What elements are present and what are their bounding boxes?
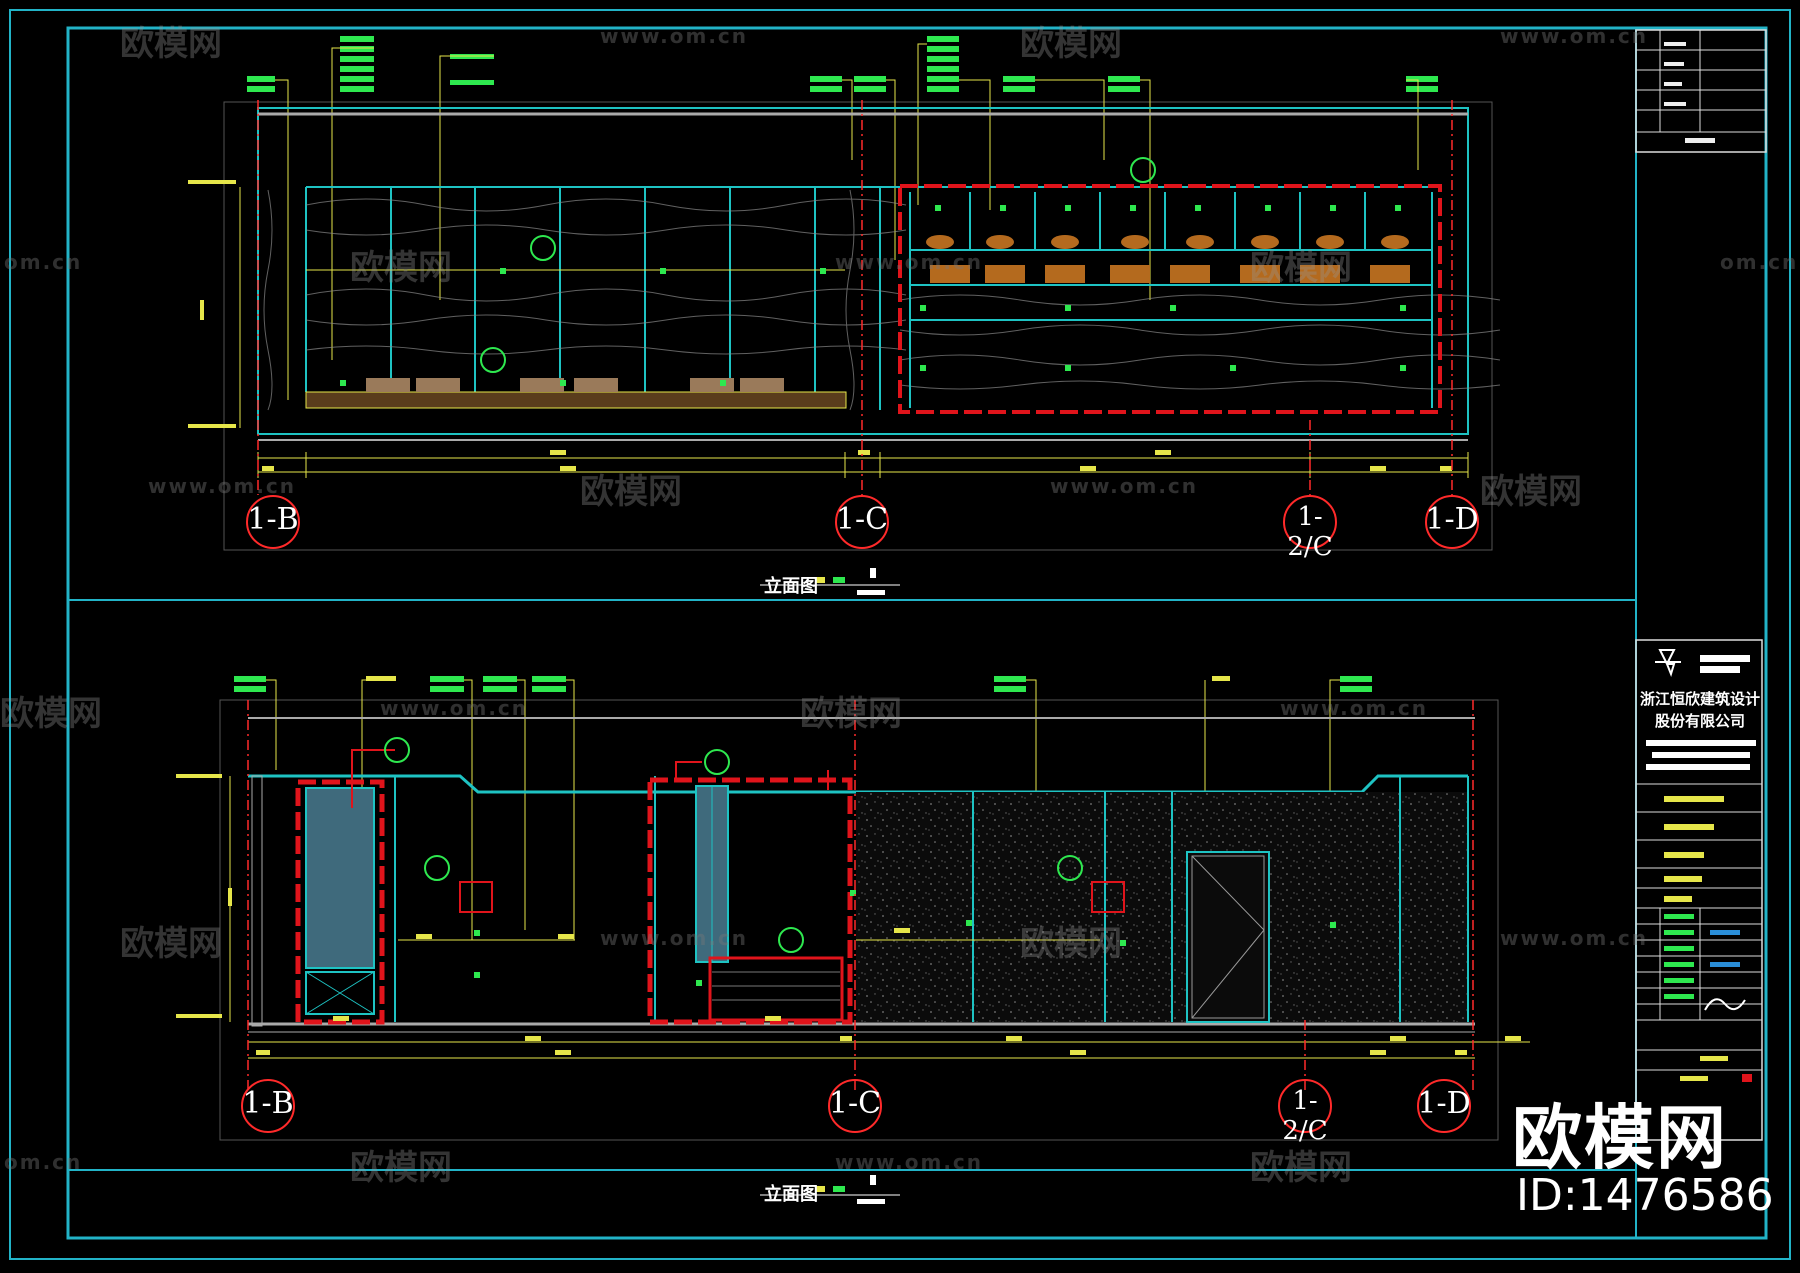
resource-id: ID:1476586: [1516, 1170, 1774, 1221]
watermark-url: www.om.cn: [148, 474, 297, 498]
bottom-axis-label: 1-2/C: [1282, 1086, 1328, 1146]
bottom-axis-label: 1-B: [242, 1086, 294, 1121]
watermark-brand: 欧模网: [350, 248, 452, 288]
watermark-url-fragment: om.cn: [1720, 250, 1799, 274]
watermark-brand: 欧模网: [1250, 248, 1352, 288]
bottom-axis-lines: [247, 700, 1474, 1090]
revision-table: [1635, 29, 1767, 153]
company-name-line2: 股份有限公司: [1654, 712, 1745, 730]
watermark-url: www.om.cn: [1500, 24, 1649, 48]
company-name: 浙江恒欣建筑设计 股份有限公司: [1638, 688, 1762, 732]
bottom-panel-lines: [394, 776, 1469, 1022]
top-axis-bubbles: [246, 495, 1479, 549]
watermark-brand: 欧模网: [580, 472, 682, 512]
watermark-brand: 欧模网: [1250, 1148, 1352, 1188]
top-elevation-caption: 立面图: [764, 576, 818, 597]
bottom-section-callouts: [384, 737, 1083, 953]
bottom-left-display-case: [295, 779, 385, 1025]
bottom-dimensions: [229, 776, 1530, 1059]
title-block-frame: [1635, 27, 1767, 1239]
top-leader-lines: [275, 43, 1419, 400]
bottom-door: [1186, 851, 1270, 1023]
top-shelf-products: [926, 235, 1410, 283]
bottom-red-leaders: [351, 749, 829, 808]
top-section-callouts: [480, 157, 1156, 373]
signature-stroke: [1704, 998, 1746, 1011]
watermark-url: www.om.cn: [1050, 474, 1199, 498]
watermark-brand: 欧模网: [120, 24, 222, 64]
watermark-brand: 欧模网: [0, 694, 102, 734]
watermark-url: www.om.cn: [835, 1150, 984, 1174]
watermark-url-fragment: om.cn: [4, 250, 83, 274]
bottom-axis-label: 1-C: [828, 1086, 882, 1121]
bottom-red-box-left: [459, 881, 493, 913]
top-marker-dots: [340, 205, 1406, 386]
top-leader-tags: [247, 36, 1438, 92]
bottom-middle-opening: [647, 777, 853, 1025]
watermark-url-fragment: om.cn: [4, 1150, 83, 1174]
bottom-leader-tags: [234, 676, 1372, 692]
watermark-brand: 欧模网: [1020, 24, 1122, 64]
bottom-axis-bubbles: [241, 1079, 1471, 1133]
top-axis-lines: [257, 100, 1453, 495]
bottom-textured-wall: [856, 792, 1468, 1022]
top-display-cabinet: [898, 184, 1442, 414]
watermark-url: www.om.cn: [600, 24, 749, 48]
outer-border: [9, 9, 1791, 1260]
watermark-brand: 欧模网: [800, 694, 902, 734]
watermark-url: www.om.cn: [835, 250, 984, 274]
top-axis-label: 1-D: [1425, 502, 1479, 537]
top-axis-label: 1-2/C: [1287, 502, 1333, 562]
elevation-bottom: [176, 676, 1530, 1204]
top-dim-values: [188, 180, 1452, 471]
watermark-brand: 欧模网: [1480, 472, 1582, 512]
top-wood-grain: [263, 189, 1501, 411]
bottom-ceiling-line: [248, 774, 1468, 794]
top-viewport: [223, 101, 1493, 551]
elevation-top: [188, 36, 1501, 595]
top-axis-label: 1-B: [247, 502, 299, 537]
watermark-url: www.om.cn: [1500, 926, 1649, 950]
company-name-line1: 浙江恒欣建筑设计: [1639, 690, 1760, 708]
watermark-brand: 欧模网: [350, 1148, 452, 1188]
top-dimensions: [239, 187, 1469, 478]
top-axis-label: 1-C: [835, 502, 889, 537]
top-wall-outline: [257, 107, 1469, 435]
company-logo-icon: [1655, 649, 1681, 678]
sheet-frame: [66, 26, 1768, 1240]
watermark-brand: 欧模网: [120, 924, 222, 964]
title-block-lower: [1635, 639, 1763, 1141]
watermark-brand: 欧模网: [1020, 924, 1122, 964]
watermark-url: www.om.cn: [380, 696, 529, 720]
top-shelf-lines: [909, 192, 1433, 408]
bottom-viewport: [219, 699, 1499, 1141]
top-planters: [366, 378, 784, 392]
bottom-axis-label: 1-D: [1417, 1086, 1471, 1121]
brand-logo-text: 欧模网: [1512, 1097, 1728, 1179]
bottom-red-box-right: [1091, 881, 1125, 913]
top-panel-grid: [305, 186, 1436, 410]
bottom-dim-values: [176, 774, 1521, 1055]
bottom-elevation-caption: 立面图: [764, 1184, 818, 1205]
bottom-marker-dots: [474, 890, 1336, 986]
watermark-url: www.om.cn: [600, 926, 749, 950]
watermark-url: www.om.cn: [1280, 696, 1429, 720]
